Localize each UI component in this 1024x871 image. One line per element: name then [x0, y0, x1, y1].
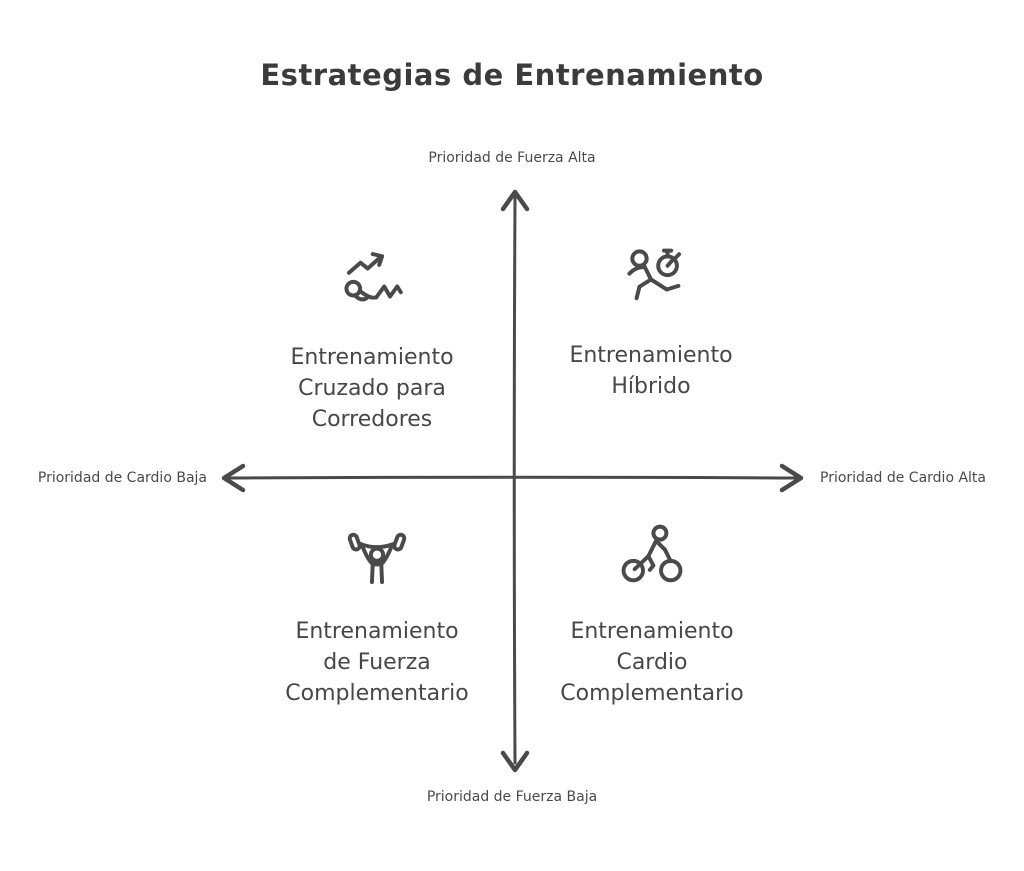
- quadrant-top-right: Entrenamiento Híbrido: [511, 242, 791, 402]
- arrow-down-icon: [500, 750, 530, 773]
- quadrant-label: Entrenamiento de Fuerza Complementario: [285, 616, 469, 709]
- arrow-right-icon: [779, 463, 804, 493]
- quadrant-label-line: de Fuerza: [323, 650, 431, 675]
- quadrant-bottom-right: Entrenamiento Cardio Complementario: [512, 518, 792, 709]
- weightlifter-icon: [340, 518, 414, 590]
- quadrant-label-line: Híbrido: [611, 374, 691, 399]
- quadrant-label-line: Complementario: [560, 681, 744, 706]
- page-title: Estrategias de Entrenamiento: [260, 58, 764, 92]
- axis-label-fuerza-baja: Prioridad de Fuerza Baja: [426, 789, 598, 805]
- quadrant-label-line: Complementario: [285, 681, 469, 706]
- horizontal-axis-line: [227, 475, 798, 480]
- quadrant-label-line: Cardio: [616, 650, 688, 675]
- arrow-up-icon: [500, 189, 530, 212]
- crunch-exercise-trend-icon: [335, 244, 409, 316]
- quadrant-label-line: Entrenamiento: [569, 343, 733, 368]
- runner-stopwatch-icon: [614, 242, 688, 314]
- quadrant-label: Entrenamiento Cruzado para Corredores: [290, 342, 453, 435]
- vertical-axis-line: [512, 195, 517, 765]
- cyclist-icon: [615, 518, 689, 590]
- quadrant-top-left: Entrenamiento Cruzado para Corredores: [232, 244, 512, 435]
- quadrant-label-line: Entrenamiento: [570, 619, 734, 644]
- arrow-left-icon: [221, 463, 246, 493]
- quadrant-label: Entrenamiento Híbrido: [569, 340, 732, 402]
- axis-label-cardio-baja: Prioridad de Cardio Baja: [37, 470, 207, 486]
- quadrant-label-line: Entrenamiento: [290, 345, 454, 370]
- axis-label-fuerza-alta: Prioridad de Fuerza Alta: [428, 150, 596, 166]
- quadrant-bottom-left: Entrenamiento de Fuerza Complementario: [237, 518, 517, 709]
- quadrant-label-line: Corredores: [311, 407, 433, 432]
- quadrant-label: Entrenamiento Cardio Complementario: [560, 616, 744, 709]
- quadrant-label-line: Entrenamiento: [295, 619, 459, 644]
- axis-label-cardio-alta: Prioridad de Cardio Alta: [820, 470, 986, 486]
- quadrant-label-line: Cruzado para: [298, 376, 446, 401]
